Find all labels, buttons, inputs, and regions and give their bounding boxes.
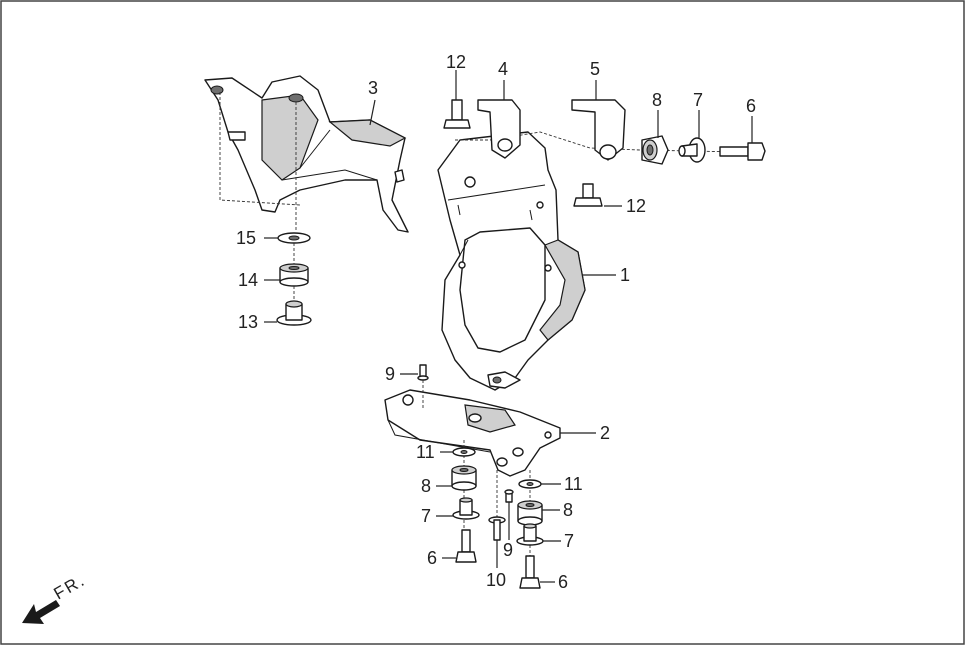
callout-7-right: 7 xyxy=(564,531,574,551)
part-11-washer-left xyxy=(452,447,476,457)
callout-9-upper: 9 xyxy=(385,364,395,384)
callout-5: 5 xyxy=(590,59,600,79)
part-10-screw xyxy=(488,516,506,541)
part-3-bracket xyxy=(204,75,409,233)
part-8-grommet-right xyxy=(517,500,543,526)
part-5-stay xyxy=(571,99,626,161)
callout-7-left: 7 xyxy=(421,506,431,526)
callout-3: 3 xyxy=(368,78,378,98)
callout-13: 13 xyxy=(238,312,258,332)
callout-6-left: 6 xyxy=(427,548,437,568)
part-8-grommet-left xyxy=(451,465,477,491)
part-6-bolt-top xyxy=(719,142,766,161)
part-6-bolt-right xyxy=(519,555,541,589)
callout-6-top: 6 xyxy=(746,96,756,116)
part-13-collar xyxy=(276,300,312,326)
callout-8-left: 8 xyxy=(421,476,431,496)
part-1-main-bracket xyxy=(437,131,586,391)
part-7-collar-left xyxy=(452,497,480,520)
part-9-screw-lower xyxy=(504,489,514,503)
callout-11-left: 11 xyxy=(416,442,435,462)
callout-4: 4 xyxy=(498,59,508,79)
part-14-grommet xyxy=(279,263,309,287)
part-15-washer xyxy=(277,232,311,244)
part-8-grommet-top xyxy=(641,135,669,165)
part-4-stay xyxy=(477,99,521,159)
callout-15: 15 xyxy=(236,228,256,248)
callout-10: 10 xyxy=(486,570,506,590)
callout-2: 2 xyxy=(600,423,610,443)
callout-8-right: 8 xyxy=(563,500,573,520)
part-2-lower-bracket xyxy=(384,389,561,477)
callout-9-lower: 9 xyxy=(503,540,513,560)
callout-11-right: 11 xyxy=(564,474,583,494)
part-11-washer-right xyxy=(518,479,542,489)
callout-14: 14 xyxy=(238,270,258,290)
leader-lines xyxy=(264,70,753,583)
part-7-collar-top xyxy=(678,137,706,163)
front-arrow-icon xyxy=(22,600,60,624)
front-label: FR. xyxy=(51,570,89,603)
part-12-bolt-right xyxy=(573,183,603,207)
callout-6-right: 6 xyxy=(558,572,568,592)
callout-8-top: 8 xyxy=(652,90,662,110)
part-7-collar-right xyxy=(516,523,544,546)
part-12-bolt-top xyxy=(443,99,471,129)
callout-12-top: 12 xyxy=(446,52,466,72)
callout-1: 1 xyxy=(620,265,630,285)
callout-12-right: 12 xyxy=(626,196,646,216)
callout-7-top: 7 xyxy=(693,90,703,110)
part-9-screw-upper xyxy=(417,364,429,381)
part-6-bolt-left xyxy=(455,529,477,563)
